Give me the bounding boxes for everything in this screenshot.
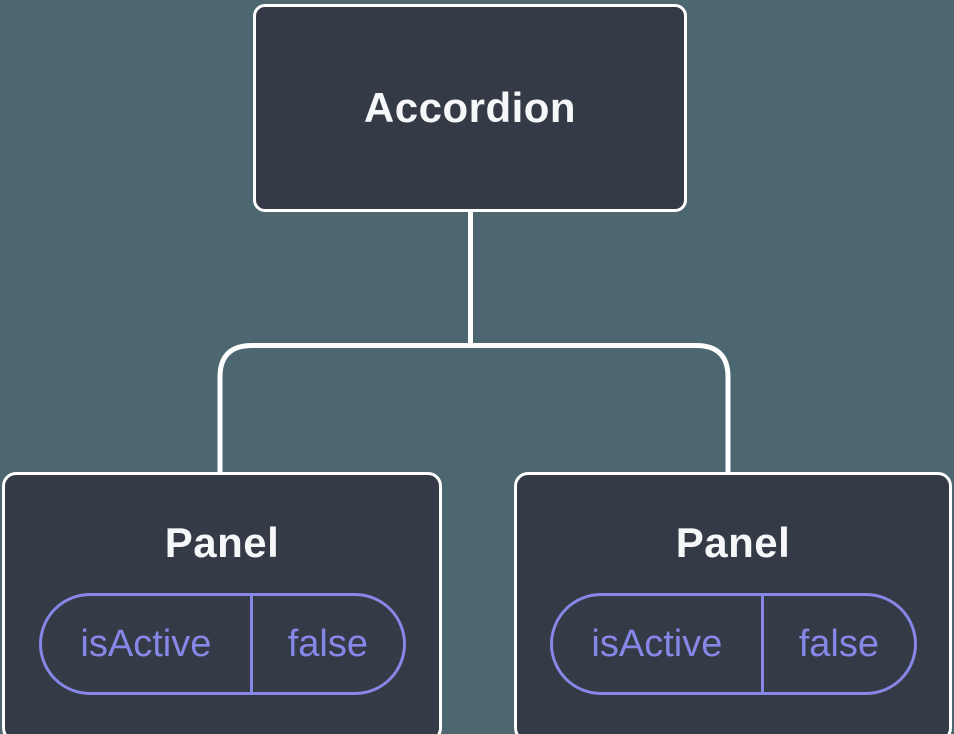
state-value-label: false [798,622,880,665]
root-node-accordion: Accordion [253,4,687,212]
panel-2-label: Panel [675,519,791,566]
panel-1-state-pill: isActive false [38,593,406,695]
pill-divider [250,596,254,692]
root-node-label: Accordion [363,84,577,131]
state-key-label: isActive [80,622,212,665]
panel-2-state-pill: isActive false [549,593,917,695]
pill-divider [761,596,765,692]
state-key-label: isActive [591,622,723,665]
child-node-panel-2: Panel isActive false [514,472,952,734]
connector-bracket [217,343,731,476]
child-node-panel-1: Panel isActive false [2,472,442,734]
state-value-label: false [287,622,369,665]
panel-1-label: Panel [164,519,280,566]
